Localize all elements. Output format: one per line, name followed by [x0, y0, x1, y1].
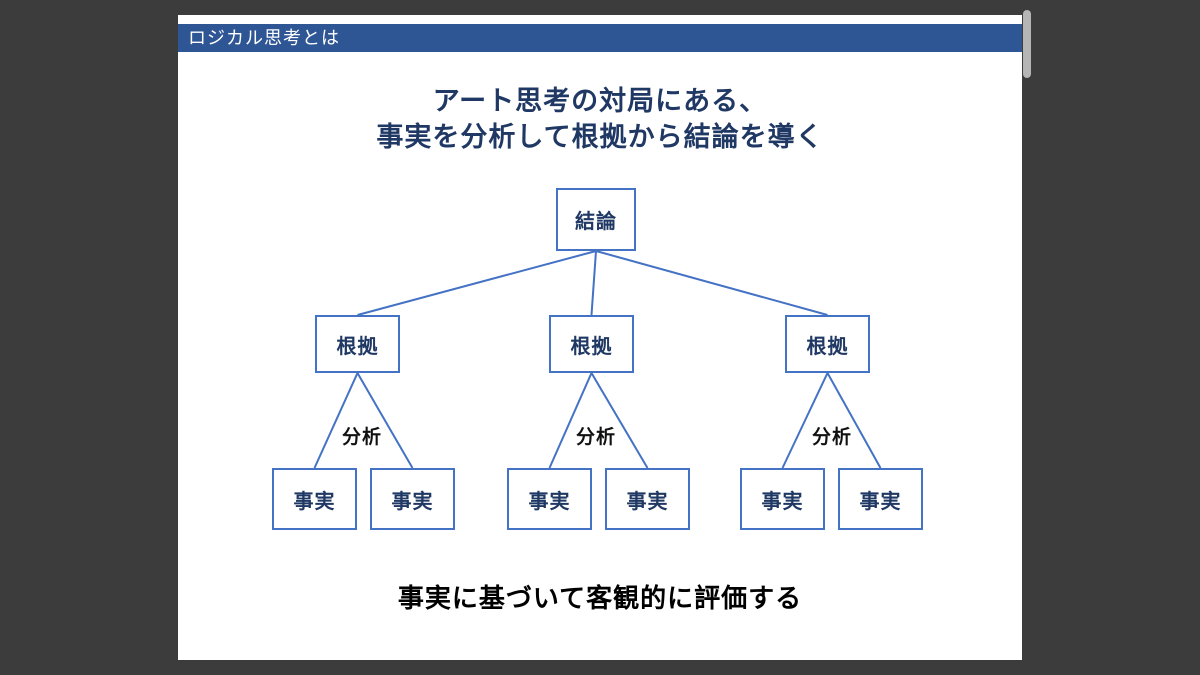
tree-node-fact-2-label: 事実 [391, 490, 434, 513]
tree-node-conclusion-label: 結論 [575, 211, 617, 233]
tree-node-ground-1: 根拠 [315, 315, 400, 373]
connector-branch2-leaf3 [548, 372, 593, 469]
slide-title-line1: アート思考の対局にある、 [432, 86, 768, 116]
connector-branch3-leaf6 [826, 372, 882, 469]
tree-node-conclusion: 結論 [556, 188, 636, 251]
slide-title-line2: 事実を分析して根拠から結論を導く [376, 122, 824, 152]
tree-node-ground-2-label: 根拠 [570, 335, 613, 358]
tree-node-fact-4-label: 事実 [626, 490, 669, 513]
slide-footer-statement: 事実に基づいて客観的に評価する [397, 583, 803, 613]
connector-branch2-leaf4 [590, 372, 649, 469]
slide-header-bar: ロジカル思考とは [178, 24, 1022, 52]
slide-header-title: ロジカル思考とは [188, 28, 340, 48]
tree-node-fact-1: 事実 [272, 468, 357, 530]
tree-node-fact-6-label: 事実 [859, 490, 902, 513]
tree-node-fact-3-label: 事実 [528, 490, 571, 513]
tree-node-ground-3-label: 根拠 [806, 335, 849, 358]
connector-root-branch1 [357, 250, 597, 316]
tree-node-fact-5: 事実 [740, 468, 825, 530]
scrollbar-thumb[interactable] [1023, 10, 1031, 78]
slide: ロジカル思考とは アート思考の対局にある、 事実を分析して根拠から結論を導く 結… [178, 15, 1022, 660]
connector-branch1-leaf2 [356, 372, 414, 469]
connector-branch3-leaf5 [781, 372, 829, 469]
analysis-label-3: 分析 [811, 427, 853, 448]
tree-node-fact-3: 事実 [507, 468, 592, 530]
tree-node-ground-1-label: 根拠 [336, 335, 379, 358]
tree-node-fact-2: 事実 [370, 468, 455, 530]
connector-branch1-leaf1 [313, 372, 359, 469]
tree-node-fact-1-label: 事実 [293, 490, 336, 513]
tree-node-ground-2: 根拠 [549, 315, 634, 373]
slide-title: アート思考の対局にある、 事実を分析して根拠から結論を導く [178, 83, 1022, 155]
tree-node-ground-3: 根拠 [785, 315, 870, 373]
connector-root-branch2 [590, 250, 597, 316]
tree-node-fact-6: 事実 [838, 468, 923, 530]
analysis-label-1: 分析 [341, 427, 383, 448]
analysis-label-2: 分析 [575, 427, 617, 448]
connector-root-branch3 [595, 250, 828, 316]
tree-node-fact-4: 事実 [605, 468, 690, 530]
tree-node-fact-5-label: 事実 [761, 490, 804, 513]
tree-connector-lines [313, 250, 882, 469]
